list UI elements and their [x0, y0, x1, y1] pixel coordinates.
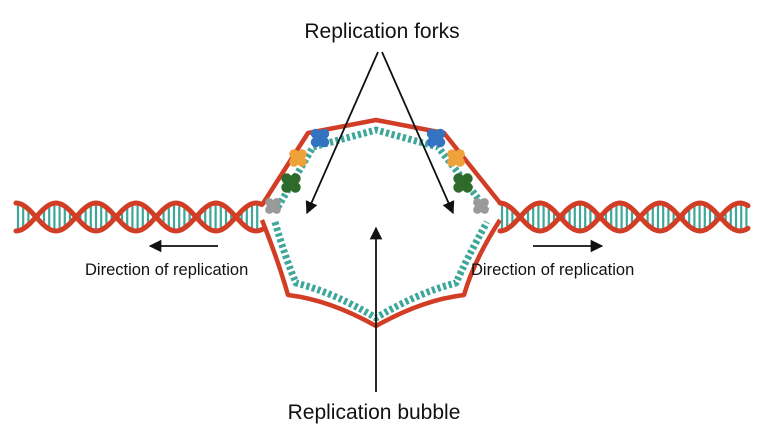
bottom-new-strand — [271, 220, 491, 322]
gray-enzyme-left — [265, 198, 281, 214]
green-enzyme-left — [281, 173, 301, 193]
forks-label: Replication forks — [304, 20, 459, 43]
fork-arrow-right — [381, 51, 455, 215]
blue-enzyme-left — [310, 128, 330, 148]
top-new-strand — [271, 126, 490, 214]
fork-arrow-left — [305, 51, 379, 215]
fork-enzymes — [265, 128, 489, 214]
direction-label-right: Direction of replication — [471, 261, 634, 279]
left-helix-strand-b — [13, 200, 265, 234]
bubble-label: Replication bubble — [288, 401, 461, 424]
blue-enzyme-right — [426, 128, 446, 148]
left-helix-strand-a — [13, 200, 265, 234]
direction-label-left: Direction of replication — [85, 261, 248, 279]
left-helix-base-pairs — [16, 204, 259, 230]
orange-enzyme-right — [447, 149, 465, 167]
orange-enzyme-left — [289, 149, 307, 167]
right-dna-helix — [497, 200, 751, 234]
green-enzyme-right — [453, 173, 473, 193]
left-dna-helix — [13, 200, 265, 234]
replication-bubble-strands — [259, 117, 502, 329]
right-helix-strand-b — [497, 200, 751, 234]
right-helix-strand-a — [497, 200, 751, 234]
gray-enzyme-right — [473, 198, 489, 214]
